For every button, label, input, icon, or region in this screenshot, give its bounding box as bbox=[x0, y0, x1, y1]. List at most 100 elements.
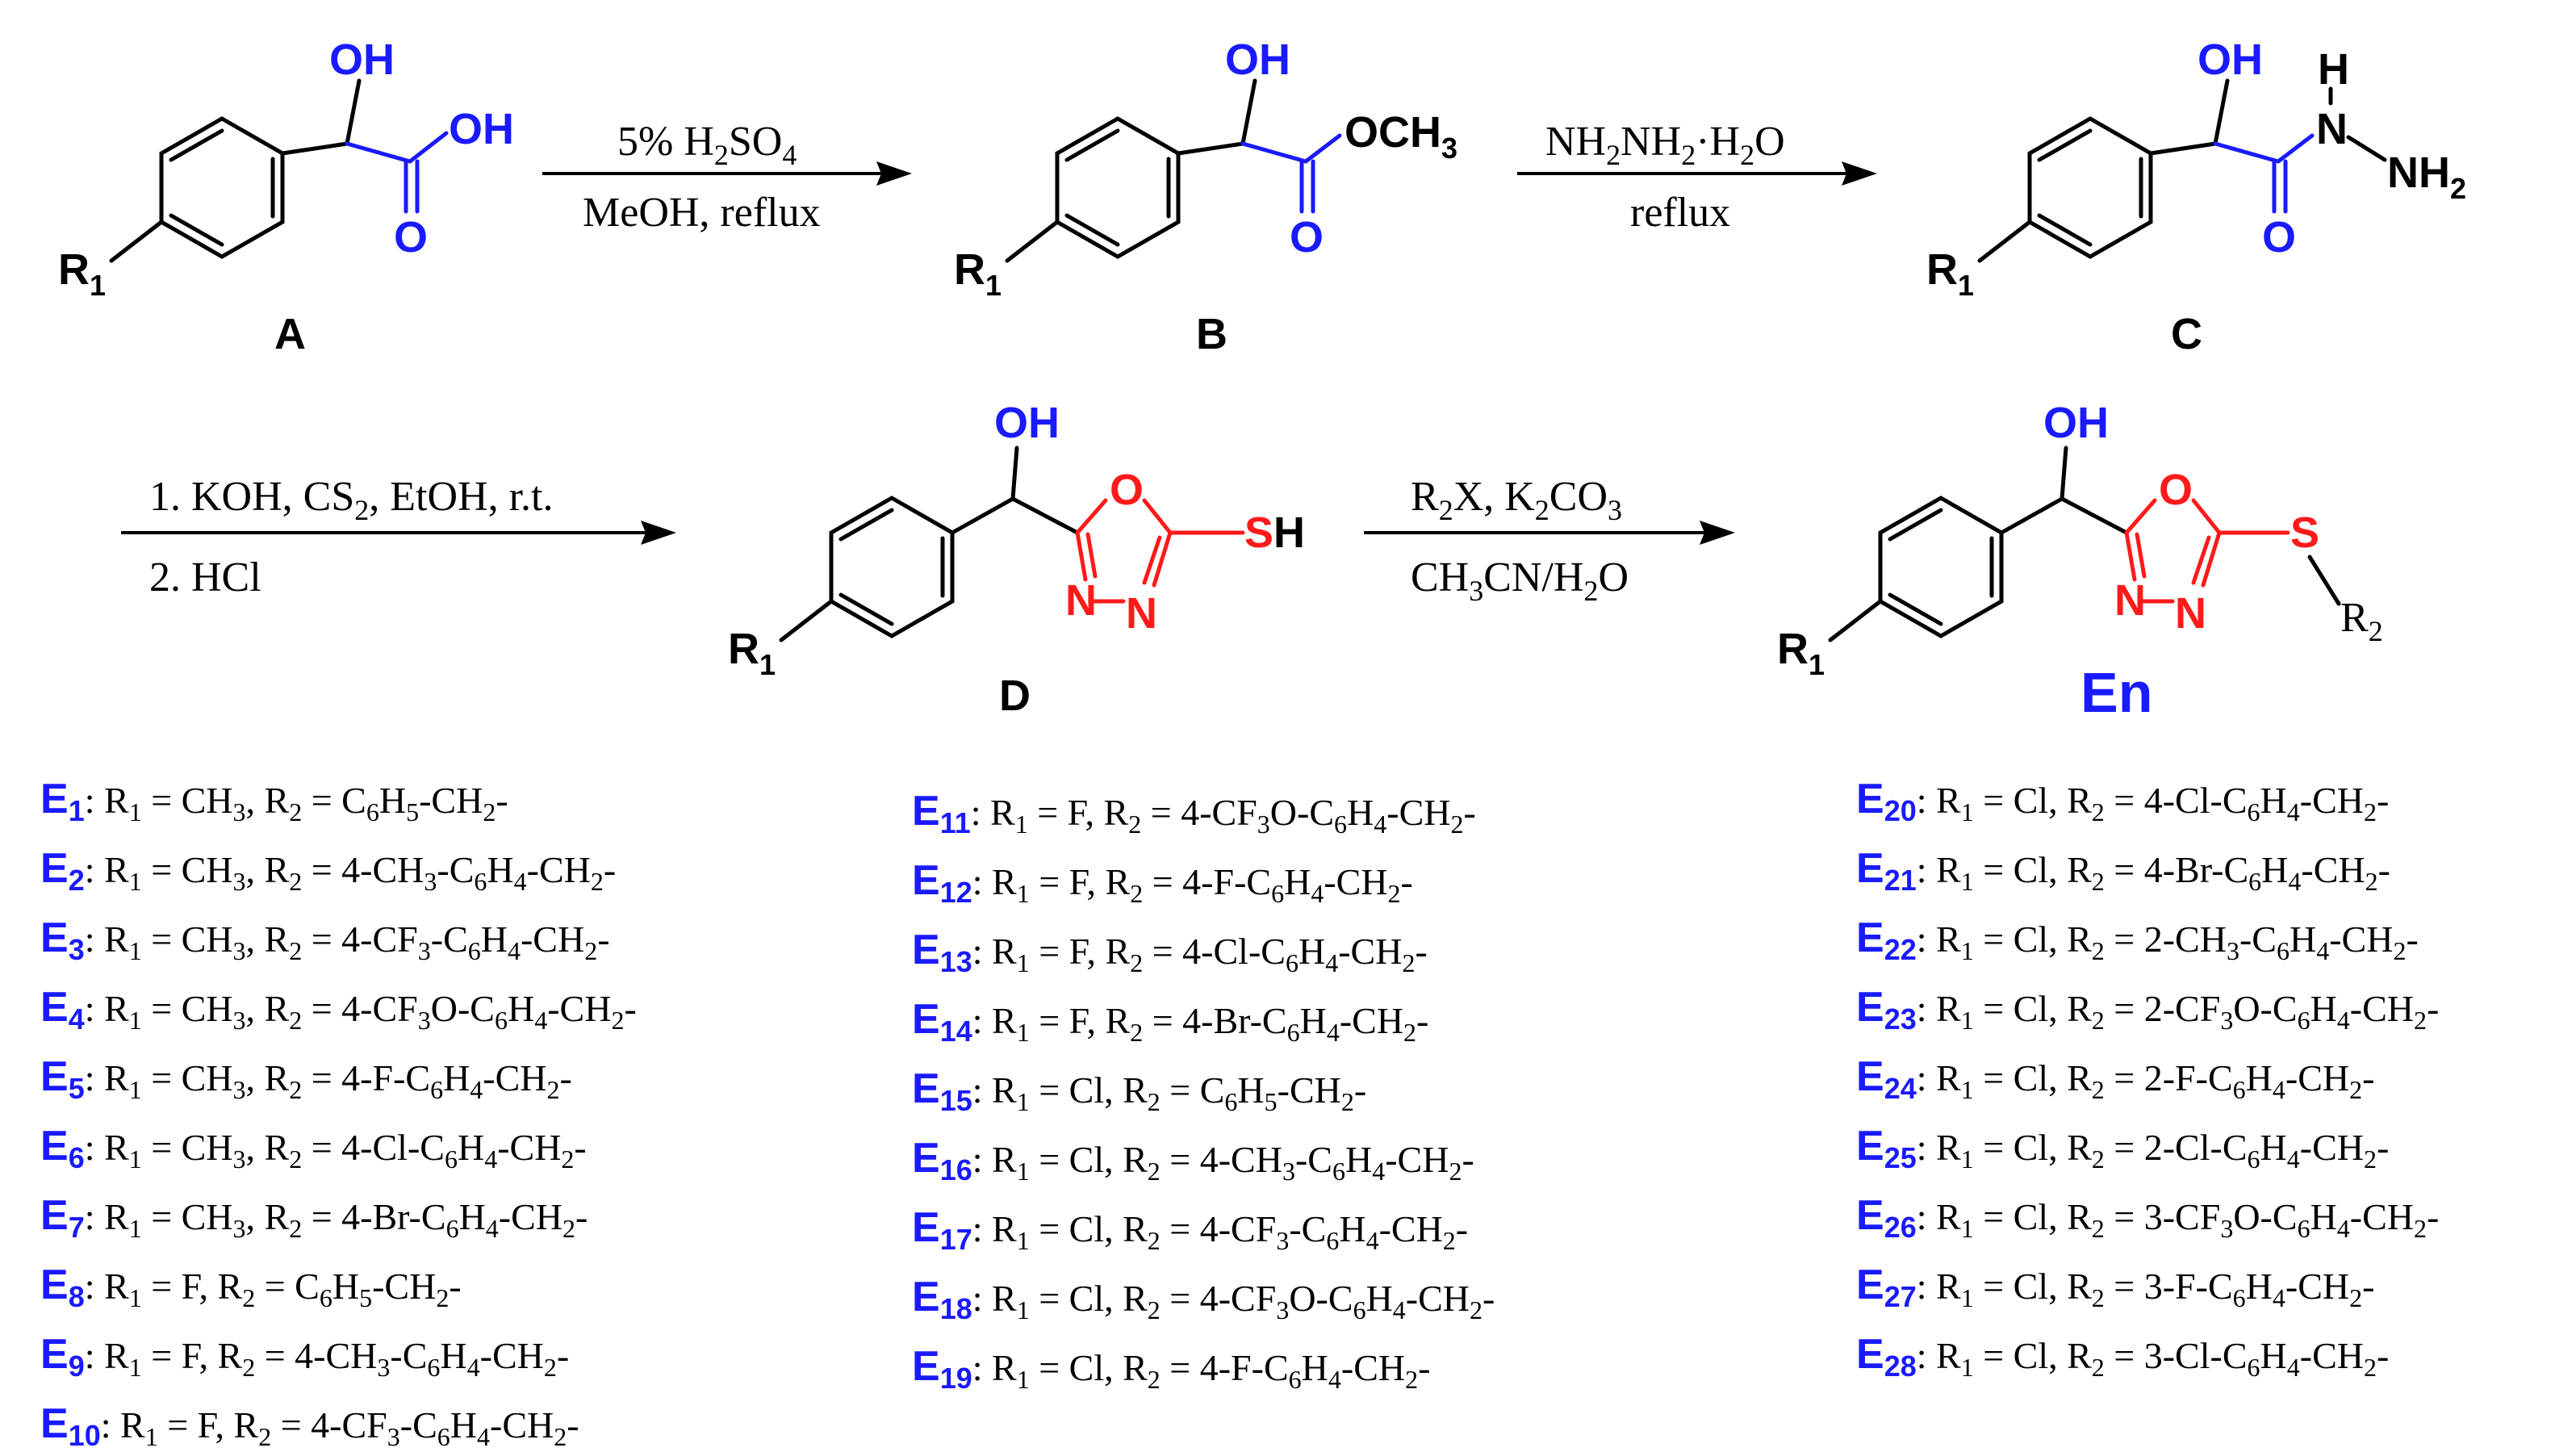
entry-id: E8 bbox=[40, 1262, 85, 1313]
compound-a-carbonyl-o: O bbox=[394, 213, 428, 262]
compound-en-ring-n1: N bbox=[2114, 576, 2146, 625]
entry-id: E20 bbox=[1856, 776, 1917, 827]
entry-id: E16 bbox=[912, 1135, 972, 1186]
entry-id: E1 bbox=[40, 776, 85, 827]
entry-e7: E7: R1 = CH3, R2 = 4-Br-C6H4-CH2- bbox=[40, 1192, 588, 1244]
compound-c: OH H N NH2 O R1 C bbox=[1926, 36, 2466, 358]
entry-e10: E10: R1 = F, R2 = 4-CF3-C6H4-CH2- bbox=[40, 1400, 579, 1452]
entry-e20: E20: R1 = Cl, R2 = 4-Cl-C6H4-CH2- bbox=[1856, 776, 2390, 827]
compound-c-label: C bbox=[2171, 310, 2202, 358]
arrow-d-to-en-reagent: R2X, K2CO3 bbox=[1411, 474, 1622, 526]
compound-d-hydroxyl: OH bbox=[994, 399, 1060, 447]
entry-e18: E18: R1 = Cl, R2 = 4-CF3O-C6H4-CH2- bbox=[912, 1274, 1495, 1325]
entry-id: E11 bbox=[912, 788, 971, 839]
entry-e27: E27: R1 = Cl, R2 = 3-F-C6H4-CH2- bbox=[1856, 1262, 2375, 1313]
entry-e23: E23: R1 = Cl, R2 = 2-CF3O-C6H4-CH2- bbox=[1856, 984, 2440, 1036]
compound-c-carbonyl-o: O bbox=[2262, 213, 2296, 262]
arrow-b-to-c-conditions: reflux bbox=[1630, 190, 1730, 236]
entry-id: E25 bbox=[1856, 1123, 1917, 1174]
compound-b-methoxy: OCH3 bbox=[1344, 108, 1457, 165]
entry-id: E6 bbox=[40, 1123, 85, 1174]
entry-id: E2 bbox=[40, 845, 85, 897]
entry-e5: E5: R1 = CH3, R2 = 4-F-C6H4-CH2- bbox=[40, 1053, 572, 1105]
entry-id: E12 bbox=[912, 857, 972, 909]
entry-e25: E25: R1 = Cl, R2 = 2-Cl-C6H4-CH2- bbox=[1856, 1123, 2390, 1174]
compound-d: OH O N N S H R1 D bbox=[728, 399, 1305, 720]
compound-a-r1: R1 bbox=[58, 245, 106, 302]
entry-id: E14 bbox=[912, 996, 972, 1048]
compound-c-nh2: NH2 bbox=[2387, 149, 2466, 205]
arrow-a-to-b-reagent: 5% H2SO4 bbox=[617, 119, 797, 171]
compound-en-ring-o: O bbox=[2159, 466, 2193, 514]
compound-d-ring bbox=[829, 496, 955, 638]
compound-d-ring-n2: N bbox=[1126, 589, 1157, 638]
compound-b-hydroxyl: OH bbox=[1225, 36, 1290, 84]
entry-e9: E9: R1 = F, R2 = 4-CH3-C6H4-CH2- bbox=[40, 1331, 570, 1383]
entry-e15: E15: R1 = Cl, R2 = C6H5-CH2- bbox=[912, 1065, 1367, 1117]
compound-a-hydroxyl: OH bbox=[329, 36, 395, 84]
entry-id: E18 bbox=[912, 1274, 972, 1325]
entry-id: E26 bbox=[1856, 1192, 1917, 1244]
compound-c-nh: N bbox=[2316, 105, 2348, 153]
compound-en-thioether-s: S bbox=[2290, 508, 2319, 557]
entry-id: E13 bbox=[912, 927, 972, 978]
compound-a: OH OH O R1 A bbox=[58, 36, 514, 358]
entry-e3: E3: R1 = CH3, R2 = 4-CF3-C6H4-CH2- bbox=[40, 914, 610, 966]
entry-id: E17 bbox=[912, 1204, 972, 1256]
entry-id: E27 bbox=[1856, 1262, 1917, 1313]
entry-id: E3 bbox=[40, 914, 85, 966]
entry-id: E7 bbox=[40, 1192, 85, 1244]
entry-e1: E1: R1 = CH3, R2 = C6H5-CH2- bbox=[40, 776, 508, 827]
entry-id: E22 bbox=[1856, 914, 1917, 966]
compound-b-r1: R1 bbox=[954, 245, 1002, 302]
compound-en-ring-n2: N bbox=[2175, 589, 2206, 638]
compound-c-r1: R1 bbox=[1926, 245, 1974, 302]
compound-a-acid-oh: OH bbox=[449, 105, 514, 153]
entry-e26: E26: R1 = Cl, R2 = 3-CF3O-C6H4-CH2- bbox=[1856, 1192, 2440, 1244]
entry-e12: E12: R1 = F, R2 = 4-F-C6H4-CH2- bbox=[912, 857, 1413, 909]
compound-en: OH O N N S R2 R1 En bbox=[1777, 399, 2383, 724]
entry-e11: E11: R1 = F, R2 = 4-CF3O-C6H4-CH2- bbox=[912, 788, 1476, 839]
entry-id: E19 bbox=[912, 1343, 972, 1395]
entry-id: E4 bbox=[40, 984, 85, 1036]
compound-d-thiol-h: H bbox=[1273, 508, 1305, 557]
arrow-c-to-d-step1: 1. KOH, CS2, EtOH, r.t. bbox=[149, 474, 553, 526]
entry-id: E10 bbox=[40, 1400, 101, 1452]
entry-e8: E8: R1 = F, R2 = C6H5-CH2- bbox=[40, 1262, 462, 1313]
compound-en-r2: R2 bbox=[2340, 595, 2383, 647]
entry-e16: E16: R1 = Cl, R2 = 4-CH3-C6H4-CH2- bbox=[912, 1135, 1474, 1186]
entry-id: E24 bbox=[1856, 1053, 1917, 1105]
compound-en-ring bbox=[1878, 496, 2004, 638]
compound-c-hydroxyl: OH bbox=[2198, 36, 2263, 84]
compound-en-label: En bbox=[2080, 661, 2152, 724]
compound-a-label: A bbox=[274, 310, 306, 358]
entry-e2: E2: R1 = CH3, R2 = 4-CH3-C6H4-CH2- bbox=[40, 845, 617, 897]
compound-en-hydroxyl: OH bbox=[2043, 399, 2109, 447]
compound-d-ring-o: O bbox=[1110, 466, 1144, 514]
compound-d-oxadiazole bbox=[1075, 498, 1173, 604]
compound-b-ring bbox=[1055, 116, 1181, 259]
arrow-a-to-b: 5% H2SO4 MeOH, reflux bbox=[542, 119, 912, 236]
arrow-d-to-en-solvent: CH3CN/H2O bbox=[1411, 554, 1629, 607]
entry-id: E9 bbox=[40, 1331, 85, 1383]
compound-c-ring bbox=[2027, 116, 2153, 259]
entry-e14: E14: R1 = F, R2 = 4-Br-C6H4-CH2- bbox=[912, 996, 1429, 1048]
arrow-b-to-c-reagent: NH2NH2·H2O bbox=[1545, 119, 1785, 171]
entry-id: E5 bbox=[40, 1053, 85, 1105]
compound-c-nh-h: H bbox=[2318, 45, 2349, 94]
entry-id: E15 bbox=[912, 1065, 972, 1117]
arrow-c-to-d-step2: 2. HCl bbox=[149, 554, 261, 600]
compound-b: OH OCH3 O R1 B bbox=[954, 36, 1457, 358]
compound-d-ring-n1: N bbox=[1065, 576, 1097, 625]
entry-e19: E19: R1 = Cl, R2 = 4-F-C6H4-CH2- bbox=[912, 1343, 1431, 1395]
compound-d-r1: R1 bbox=[728, 625, 776, 681]
entry-id: E23 bbox=[1856, 984, 1917, 1036]
compound-d-label: D bbox=[999, 672, 1031, 720]
entry-e4: E4: R1 = CH3, R2 = 4-CF3O-C6H4-CH2- bbox=[40, 984, 637, 1036]
arrow-c-to-d: 1. KOH, CS2, EtOH, r.t. 2. HCl bbox=[121, 474, 676, 600]
entry-e21: E21: R1 = Cl, R2 = 4-Br-C6H4-CH2- bbox=[1856, 845, 2390, 897]
entry-e22: E22: R1 = Cl, R2 = 2-CH3-C6H4-CH2- bbox=[1856, 914, 2419, 966]
entry-id: E28 bbox=[1856, 1331, 1917, 1383]
compound-d-thiol-s: S bbox=[1244, 508, 1273, 557]
